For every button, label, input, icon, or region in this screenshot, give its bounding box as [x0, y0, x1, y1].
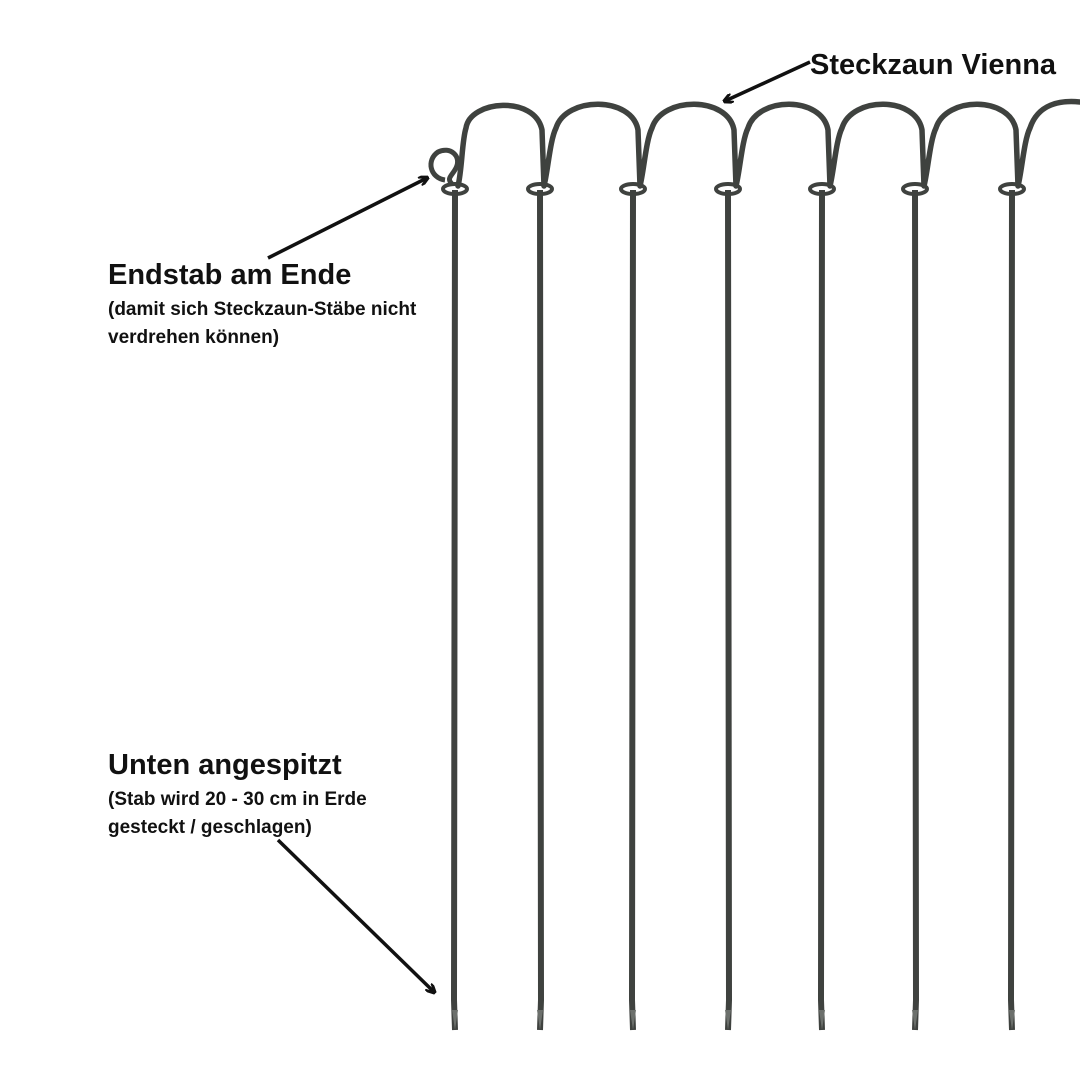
rod-collar [808, 182, 836, 196]
rod-collar [441, 182, 469, 196]
pointed-bottom-note: (Stab wird 20 - 30 cm in Erde gesteckt /… [108, 789, 367, 838]
rod-collar [998, 182, 1026, 196]
rod-collar [526, 182, 554, 196]
product-name-label: Steckzaun Vienna [810, 49, 1057, 81]
rod-collar [714, 182, 742, 196]
fence-rod [451, 189, 458, 1031]
rod-pointed-tip [452, 1010, 458, 1030]
fence-rod [1008, 189, 1015, 1031]
rod-pointed-tip [1009, 1010, 1015, 1030]
fence-rod [818, 189, 825, 1031]
rod-pointed-tip [912, 1010, 918, 1030]
fence-rod [912, 189, 919, 1031]
rod-pointed-tip [725, 1010, 731, 1030]
fence-rod [629, 189, 636, 1031]
rod-pointed-tip [537, 1010, 543, 1030]
fence-rod [537, 189, 544, 1031]
end-rod-loop [428, 147, 460, 186]
rod-collar [619, 182, 647, 196]
fence-rod [725, 189, 732, 1031]
end-rod-note: (damit sich Steckzaun-Stäbe nicht verdre… [108, 299, 417, 348]
arrow-product-name [725, 60, 811, 101]
end-rod-title: Endstab am Ende [108, 259, 352, 291]
fence-rods [451, 189, 1015, 1031]
rod-collars [441, 182, 1026, 196]
arrow-pointed-bottom [276, 838, 434, 992]
fence-top-wire [455, 98, 1080, 189]
pointed-bottom-title: Unten angespitzt [108, 749, 342, 781]
rod-pointed-tip [630, 1010, 636, 1030]
arrow-end-rod [267, 178, 427, 260]
rod-collar [901, 182, 929, 196]
rod-pointed-tip [819, 1010, 825, 1030]
